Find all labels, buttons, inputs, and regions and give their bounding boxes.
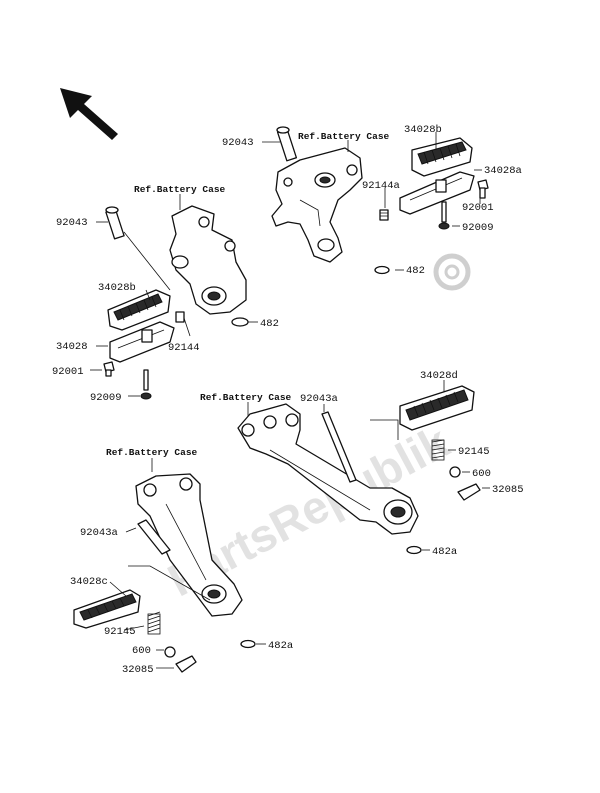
part-number-label: 92145 — [458, 446, 490, 458]
bolt-92009-left — [140, 369, 152, 400]
part-number-label: 600 — [472, 468, 491, 480]
footpeg-34028b-left — [107, 289, 171, 331]
part-number-label: 34028b — [98, 282, 136, 294]
part-number-label: 34028b — [404, 124, 442, 136]
spring-92144 — [175, 311, 185, 323]
leader-lines — [90, 132, 490, 669]
part-number-label: 34028 — [56, 341, 88, 353]
pin-92043a-right — [321, 411, 357, 483]
ref-battery-case-label: Ref.Battery Case — [298, 131, 390, 142]
footpeg-holder-34028a — [399, 171, 475, 215]
part-number-label: 34028c — [70, 576, 108, 588]
part-number-label: 482 — [406, 265, 425, 277]
footpeg-holder-34028 — [109, 321, 175, 363]
lower-right-bracket-assembly — [237, 385, 481, 555]
spring-92145-right — [431, 439, 445, 461]
part-number-label: 92145 — [104, 626, 136, 638]
pin-92043-upper-right — [276, 126, 298, 162]
pin-92043a-left — [137, 519, 171, 555]
lower-left-bracket-assembly — [73, 473, 256, 673]
part-number-label: 32085 — [492, 484, 524, 496]
part-number-label: 92043 — [56, 217, 88, 229]
bolt-92009-upper — [438, 201, 450, 230]
ref-battery-case-label: Ref.Battery Case — [134, 184, 226, 195]
part-number-label: 600 — [132, 645, 151, 657]
part-number-label: 92001 — [52, 366, 84, 378]
part-number-label: 92009 — [90, 392, 122, 404]
part-number-label: 482 — [260, 318, 279, 330]
footpeg-34028b-upper — [411, 137, 473, 177]
direction-arrow-icon — [60, 88, 118, 140]
part-number-label: 32085 — [122, 664, 154, 676]
ref-battery-case-label: Ref.Battery Case — [106, 447, 198, 458]
part-number-label: 92001 — [462, 202, 494, 214]
spring-92144a — [379, 209, 389, 221]
part-number-label: 92144a — [362, 180, 400, 192]
gear-icon — [433, 253, 471, 291]
bolt-92001-upper — [477, 179, 489, 199]
bolt-92001-left — [103, 361, 115, 377]
detent-32085-right — [457, 483, 481, 501]
part-number-label: 34028d — [420, 370, 458, 382]
washer-482a-left — [240, 639, 256, 649]
upper-right-bracket-assembly — [271, 126, 489, 275]
part-number-label: 482a — [268, 640, 293, 652]
part-number-label: 92144 — [168, 342, 200, 354]
washer-482-left — [231, 317, 249, 327]
detent-32085-left — [175, 655, 197, 673]
part-number-label: 482a — [432, 546, 457, 558]
pin-92043-upper-left — [105, 206, 125, 240]
part-number-label: 92043a — [300, 393, 338, 405]
footpeg-34028c — [73, 589, 141, 629]
ball-600-left — [164, 646, 176, 658]
part-labels: Ref.Battery Case 92043 34028b 34028a 921… — [52, 124, 524, 676]
part-number-label: 92009 — [462, 222, 494, 234]
upper-left-bracket-assembly — [103, 205, 249, 400]
ball-600-right — [449, 466, 461, 478]
ref-battery-case-label: Ref.Battery Case — [200, 392, 292, 403]
part-number-label: 92043 — [222, 137, 254, 149]
part-number-label: 92043a — [80, 527, 118, 539]
washer-482a-right — [406, 545, 422, 555]
part-number-label: 34028a — [484, 165, 522, 177]
washer-482-upper — [374, 265, 390, 275]
spring-92145-left — [147, 611, 161, 635]
footpeg-34028d — [399, 385, 475, 431]
